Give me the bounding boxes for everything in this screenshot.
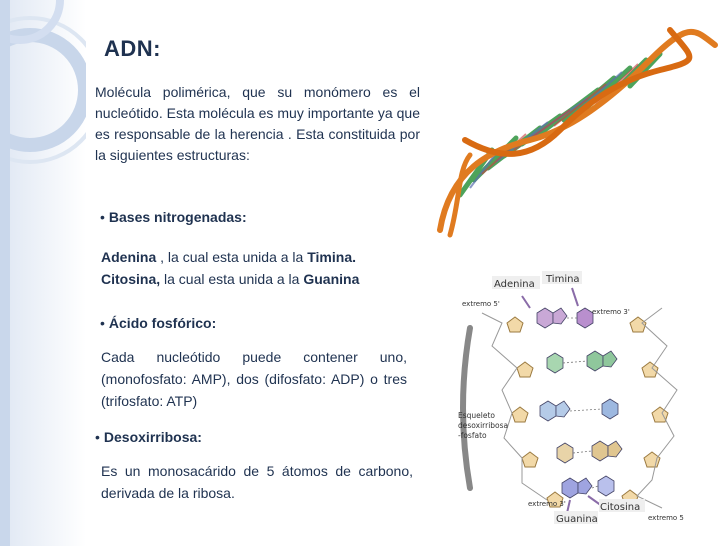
bullet-acido: •Ácido fosfórico:	[100, 315, 216, 331]
pair-1-text: , la cual esta unida a la	[156, 249, 308, 265]
bases-pairs: Adenina , la cual esta unida a la Timina…	[101, 246, 421, 290]
dna-helix-image	[437, 27, 718, 238]
diagram-label-guanina: Guanina	[556, 514, 598, 525]
diagram-label-adenina: Adenina	[494, 279, 535, 290]
bullet-bases: •Bases nitrogenadas:	[100, 209, 247, 225]
pair-line-1: Adenina , la cual esta unida a la Timina…	[101, 246, 421, 268]
pair-line-2: Citosina, la cual esta unida a la Guanin…	[101, 268, 421, 290]
diagram-extremo-3-bottom: extremo 3'	[528, 500, 566, 508]
adenina-label: Adenina	[101, 249, 157, 265]
diagram-esqueleto-2: desoxirribosa	[458, 421, 508, 430]
bullet-dot: •	[100, 209, 105, 225]
diagram-esqueleto-1: Esqueleto	[458, 411, 495, 420]
diagram-extremo-3-top: extremo 3'	[592, 308, 630, 316]
desox-heading: Desoxirribosa:	[103, 429, 202, 445]
bullet-dot: •	[95, 429, 100, 445]
pair-2-text: la cual esta unida a la	[160, 271, 304, 287]
desox-paragraph: Es un monosacárido de 5 átomos de carbon…	[101, 463, 413, 501]
dna-structure-diagram: Adenina Timina extremo 5' extremo 3' Esq…	[458, 271, 684, 525]
diagram-label-citosina: Citosina	[600, 502, 640, 513]
diagram-label-timina: Timina	[545, 274, 580, 285]
diagram-extremo-5-bottom: extremo 5	[648, 514, 684, 522]
decorative-band	[0, 0, 86, 546]
slide-title: ADN:	[104, 36, 161, 61]
bases-heading: Bases nitrogenadas:	[108, 209, 247, 225]
diagram-extremo-5-top: extremo 5'	[462, 300, 500, 308]
bullet-desox: •Desoxirribosa:	[95, 429, 202, 445]
diagram-esqueleto-3: -fosfato	[458, 431, 487, 440]
acido-paragraph: Cada nucleótido puede contener uno, (mon…	[101, 349, 407, 409]
citosina-label: Citosina,	[101, 271, 161, 287]
guanina-label: Guanina	[303, 271, 360, 287]
timina-label: Timina.	[307, 249, 356, 265]
intro-paragraph: Molécula polimérica, que su monómero es …	[95, 84, 420, 163]
bullet-dot: •	[100, 315, 105, 331]
acido-heading: Ácido fosfórico:	[108, 315, 217, 331]
